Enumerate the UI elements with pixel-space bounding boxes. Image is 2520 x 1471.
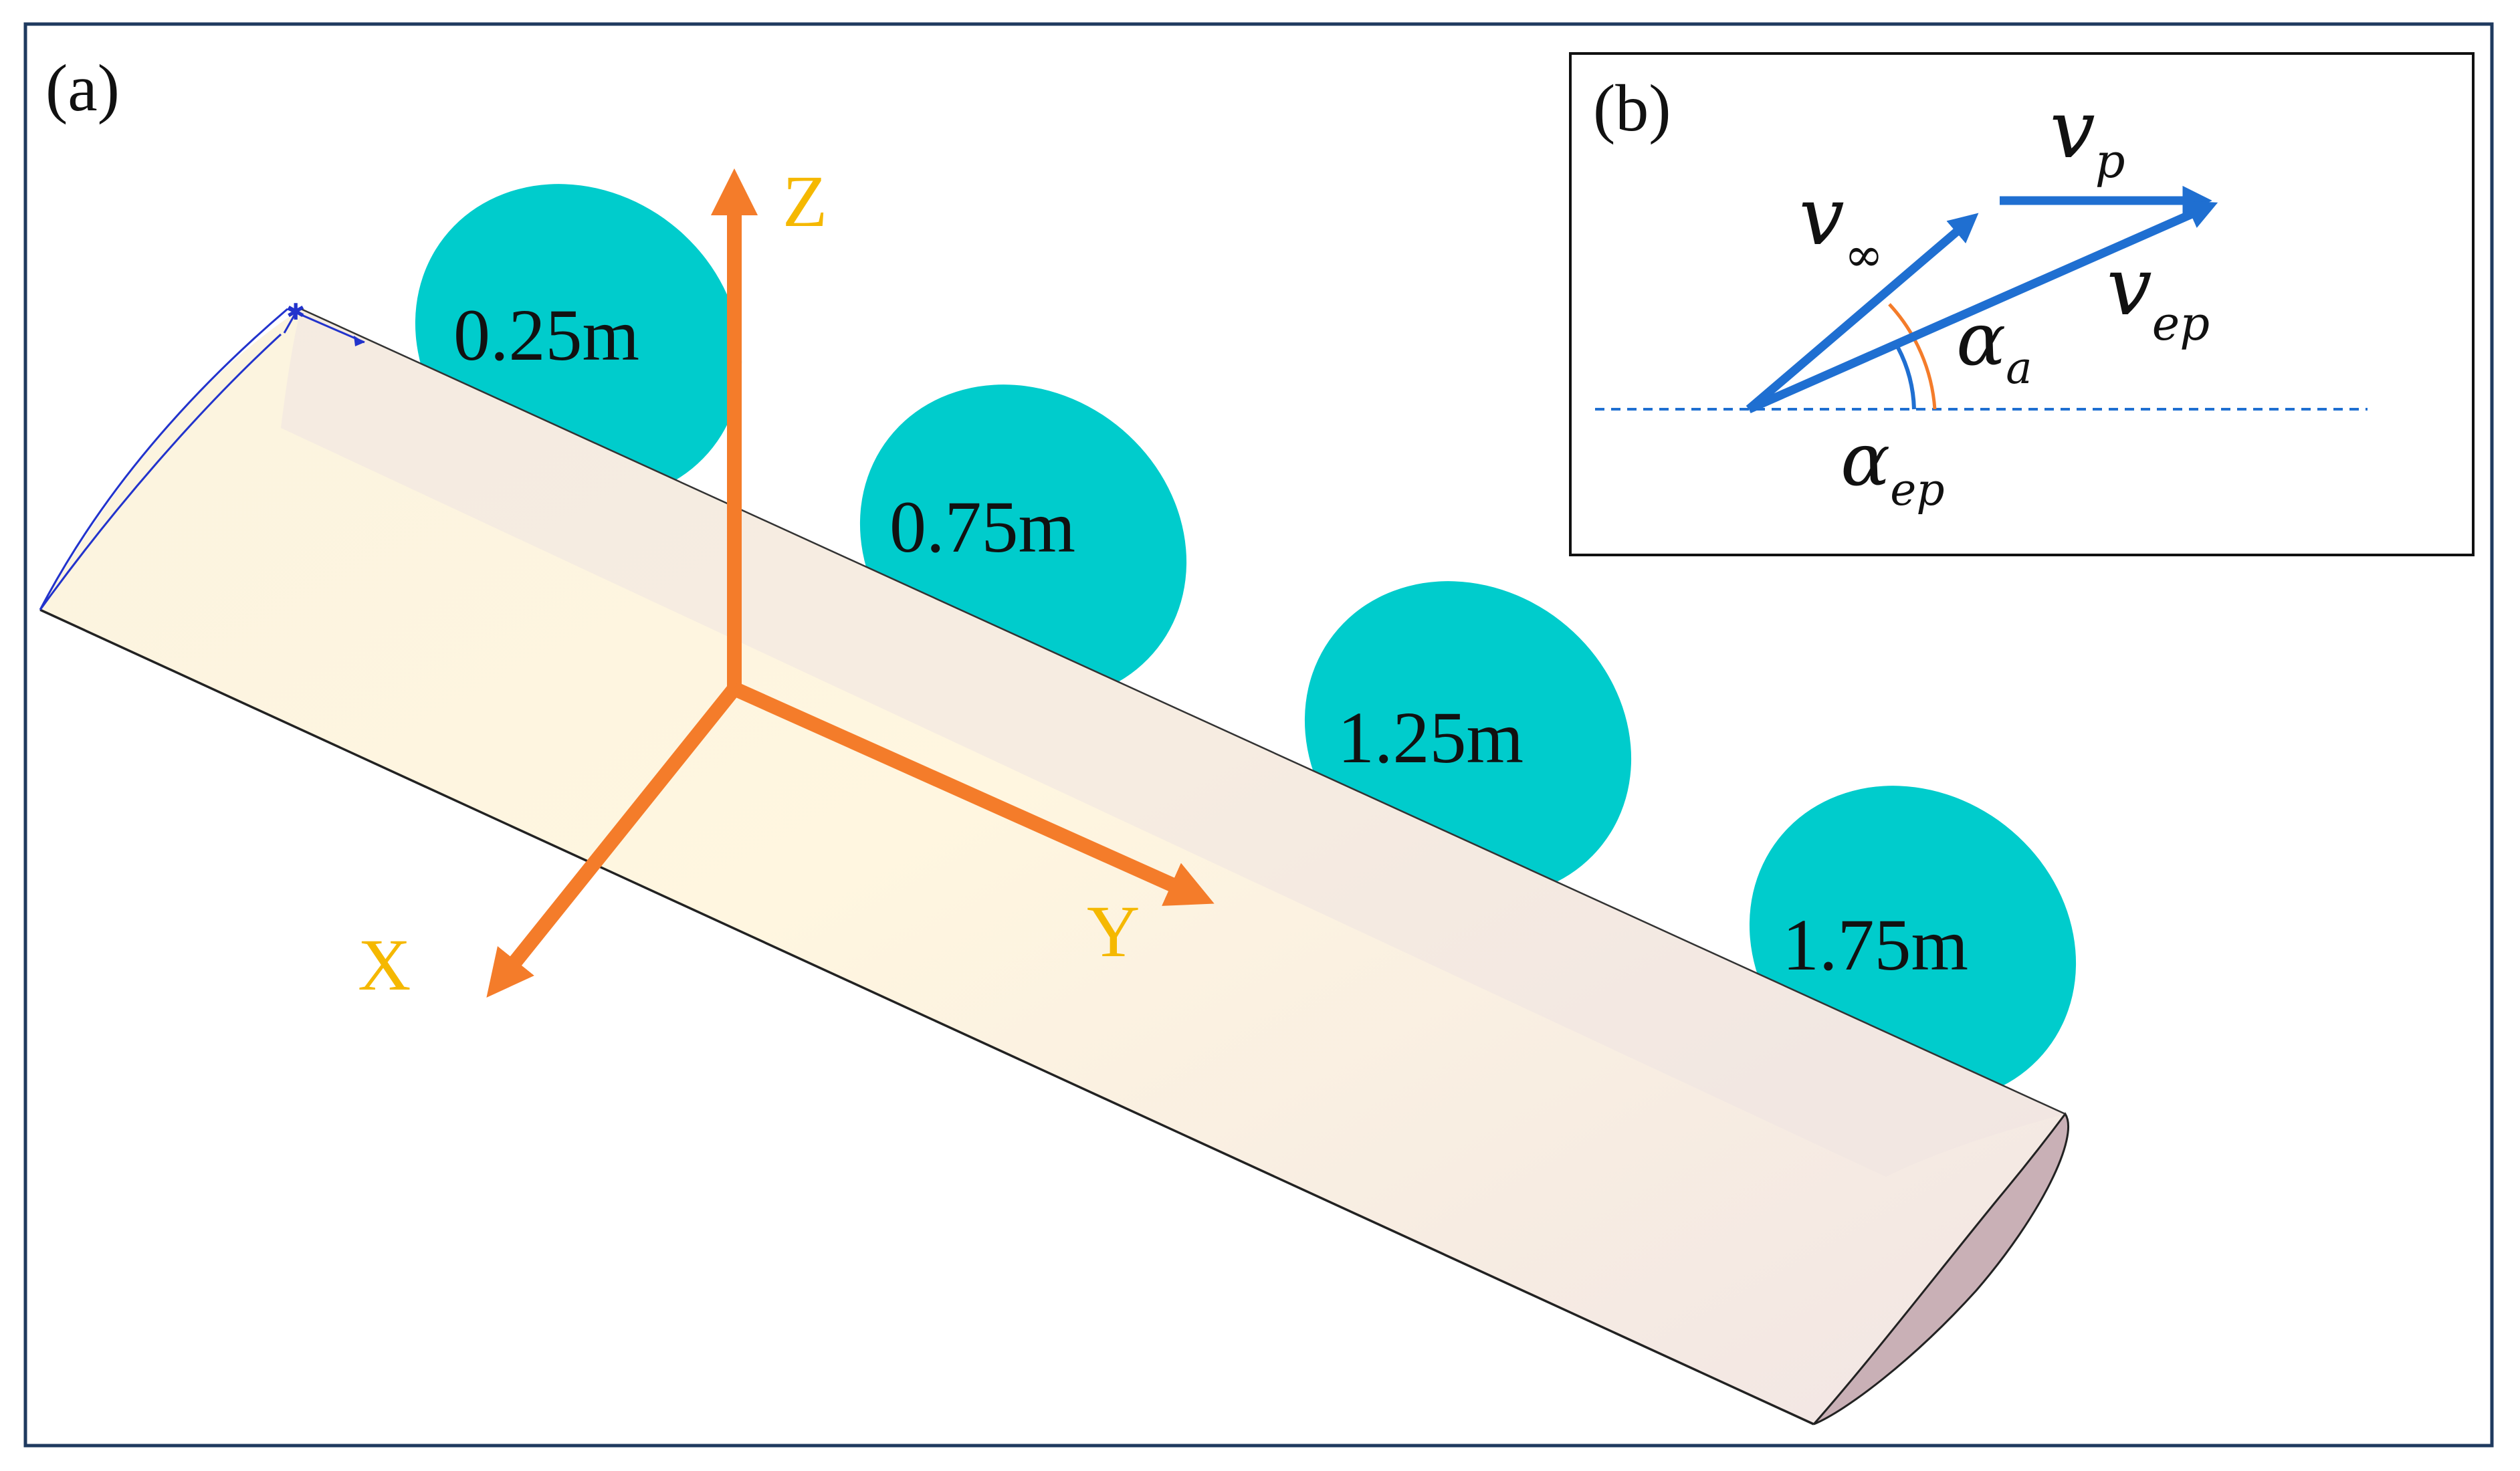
root-profile [39,308,288,610]
v-inf-vector [1746,213,1979,413]
y-axis-label: Y [1087,891,1140,972]
sketch-marker [283,312,297,334]
station-label: 1.75m [1782,904,1968,986]
x-axis-label: X [358,924,411,1006]
station-label: 0.25m [453,294,639,376]
alpha-a-label: αa [1956,296,2032,394]
y-axis [731,681,1215,906]
inset-panel-b: (b) v∞ vp vep αa αep [1569,52,2475,556]
wing-surface [40,309,2065,1424]
v-inf-label: v∞ [1799,171,1883,282]
panel-b-label: (b) [1593,71,1671,145]
z-axis-label: Z [782,160,827,242]
panel-a-label: (a) [45,51,120,125]
x-axis [486,684,740,998]
station-labels: 0.25m 0.75m 1.25m 1.75m [453,294,1968,986]
coordinate-axes: Z Y X [358,160,1215,1006]
v-ep-label: vep [2107,241,2210,351]
alpha-a-arc [1888,303,1937,410]
alpha-ep-arc [1896,346,1916,410]
inset-frame [1569,52,2475,556]
station-label: 1.25m [1338,697,1524,778]
alpha-ep-label: αep [1841,417,1945,516]
outer-frame [23,22,2494,1448]
wing-leading-edge [300,308,2066,1115]
wing-trailing-edge [39,608,1814,1426]
sketch-marker [287,308,365,344]
wing-tip [1812,1112,2069,1426]
station-label: 0.75m [889,486,1075,568]
v-p-label: vp [2050,84,2125,189]
sketch-star-icon: ✱ [286,299,306,326]
sketch-marker [354,336,364,346]
v-ep-vector [1747,201,2218,413]
